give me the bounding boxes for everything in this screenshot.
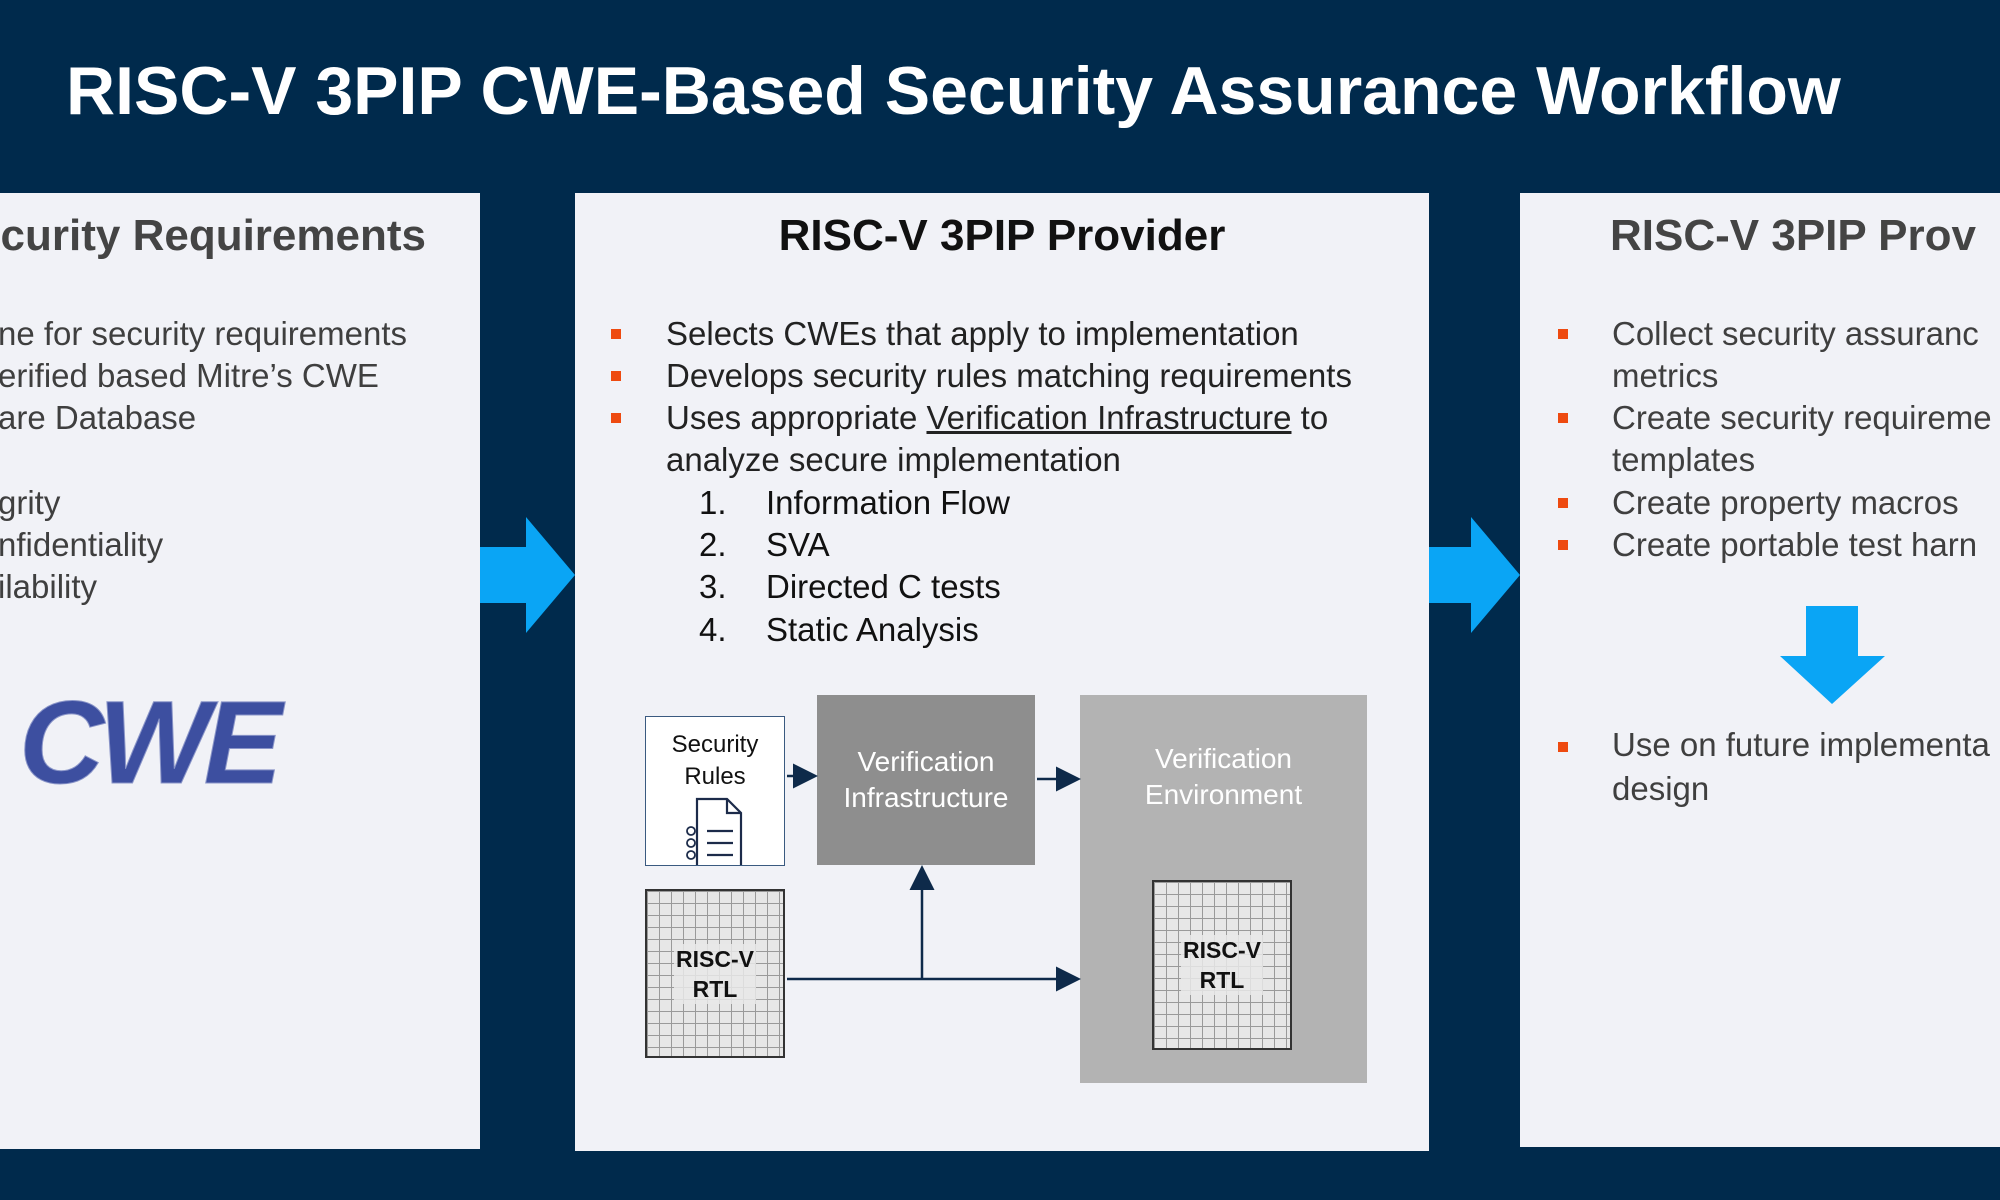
verification-infrastructure-box: Verification Infrastructure bbox=[817, 695, 1035, 865]
list-item: Static Analysis bbox=[766, 611, 979, 648]
down-arrow-icon bbox=[1780, 606, 1885, 704]
cwe-logo: CWE bbox=[19, 677, 293, 810]
label-line: Rules bbox=[684, 763, 746, 790]
provider-panel: RISC-V 3PIP Provider Selects CWEs that a… bbox=[575, 193, 1429, 1151]
bullet-icon bbox=[611, 329, 621, 339]
list-item: Information Flow bbox=[766, 484, 1010, 521]
document-checklist-icon bbox=[686, 797, 743, 865]
bullet-icon bbox=[1558, 498, 1568, 508]
requirement-line: ilability bbox=[0, 568, 98, 605]
provider-bullet: Develops security rules matching require… bbox=[666, 357, 1352, 394]
output-item: Create portable test harn bbox=[1612, 526, 1978, 563]
label-line: RISC-V bbox=[1183, 937, 1261, 963]
bullet-icon bbox=[611, 371, 621, 381]
requirement-line: ne for security requirements bbox=[0, 315, 408, 352]
flow-arrow-icon bbox=[480, 517, 575, 633]
provider-bullet: Selects CWEs that apply to implementatio… bbox=[666, 315, 1299, 352]
page-title: RISC-V 3PIP CWE-Based Security Assurance… bbox=[66, 53, 1841, 129]
flow-arrow-icon bbox=[1429, 517, 1520, 633]
rtl-label: RISC-V RTL bbox=[1181, 935, 1263, 995]
output-item-continuation: design bbox=[1612, 770, 1710, 807]
output-item: Collect security assuranc bbox=[1612, 315, 1979, 352]
list-item: SVA bbox=[766, 526, 830, 563]
bullet-text: Uses appropriate bbox=[666, 399, 927, 436]
rtl-label: RISC-V RTL bbox=[674, 943, 756, 1004]
output-item-continuation: templates bbox=[1612, 441, 1756, 478]
panel-heading: curity Requirements bbox=[0, 211, 426, 260]
risc-v-rtl-block-env: RISC-V RTL bbox=[1152, 880, 1292, 1050]
bullet-icon bbox=[1558, 742, 1568, 752]
verification-environment-label: Verification Environment bbox=[1080, 741, 1367, 813]
label-line: Verification bbox=[857, 746, 995, 777]
bullet-icon bbox=[611, 413, 621, 423]
diagram-connectors bbox=[787, 763, 1081, 992]
security-requirements-panel: curity Requirements ne for security requ… bbox=[0, 193, 480, 1149]
requirement-line: erified based Mitre’s CWE bbox=[0, 357, 379, 394]
label-line: Security bbox=[671, 731, 759, 758]
list-item: Directed C tests bbox=[766, 568, 1001, 605]
panel-heading: RISC-V 3PIP Prov bbox=[1610, 211, 1976, 260]
panel-heading: RISC-V 3PIP Provider bbox=[778, 211, 1226, 260]
requirement-line: are Database bbox=[0, 399, 197, 436]
list-number: 3. bbox=[699, 568, 727, 605]
provider-bullet-continuation: analyze secure implementation bbox=[666, 441, 1121, 478]
label-line: RTL bbox=[692, 975, 738, 1002]
label-line: RTL bbox=[1199, 967, 1245, 993]
list-number: 4. bbox=[699, 611, 727, 648]
bullet-icon bbox=[1558, 329, 1568, 339]
bullet-icon bbox=[1558, 540, 1568, 550]
cwe-logo-text: CWE bbox=[19, 677, 286, 809]
security-rules-box: Security Rules bbox=[645, 716, 785, 866]
provider-bullet: Uses appropriate Verification Infrastruc… bbox=[666, 399, 1328, 437]
output-item: Create property macros bbox=[1612, 484, 1959, 521]
output-item: Use on future implementa bbox=[1612, 726, 1990, 763]
label-line: RISC-V bbox=[676, 945, 754, 972]
label-line: Infrastructure bbox=[843, 782, 1009, 813]
risc-v-rtl-block: RISC-V RTL bbox=[645, 889, 785, 1058]
list-number: 2. bbox=[699, 526, 727, 563]
label-line: Environment bbox=[1144, 779, 1303, 810]
requirement-line: nfidentiality bbox=[0, 526, 164, 563]
list-number: 1. bbox=[699, 484, 727, 521]
requirement-line: grity bbox=[0, 484, 61, 521]
output-item: Create security requireme bbox=[1612, 399, 1992, 436]
verification-infrastructure-link[interactable]: Verification Infrastructure bbox=[926, 399, 1292, 436]
bullet-icon bbox=[1558, 413, 1568, 423]
provider-outputs-panel: RISC-V 3PIP Prov Collect security assura… bbox=[1520, 193, 2000, 1147]
bullet-text: to bbox=[1291, 399, 1329, 436]
output-item-continuation: metrics bbox=[1612, 357, 1719, 394]
label-line: Verification bbox=[1155, 743, 1292, 774]
